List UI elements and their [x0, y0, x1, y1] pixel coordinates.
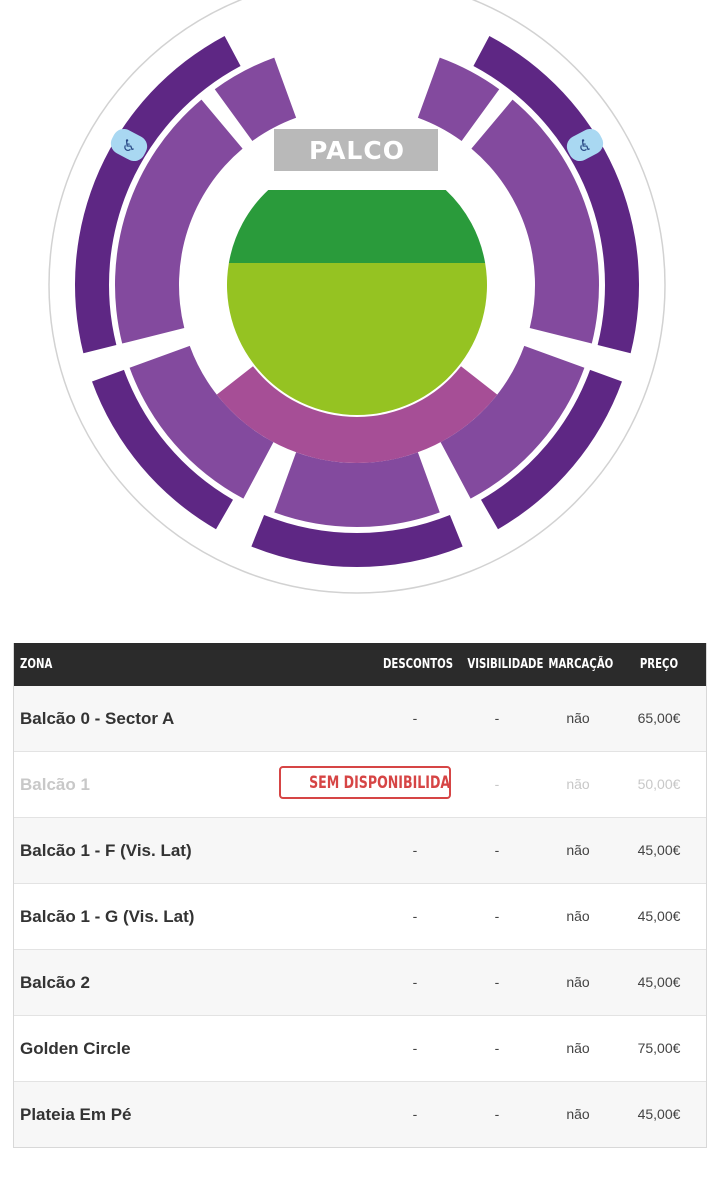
header-marcacao: MARCAÇÃO: [548, 657, 614, 672]
wheelchair-icon: ♿: [110, 128, 148, 162]
descontos-value: -: [412, 710, 418, 726]
descontos-value: -: [412, 908, 418, 924]
svg-text:♿: ♿: [122, 136, 136, 155]
marcacao-value: não: [566, 842, 590, 858]
price-value: 45,00€: [637, 842, 681, 858]
visibilidade-value: -: [494, 776, 500, 792]
table-row[interactable]: Plateia Em Pé - - não 45,00€: [14, 1082, 706, 1147]
zone-name: Golden Circle: [20, 1039, 131, 1058]
price-value: 45,00€: [637, 908, 681, 924]
stage: [274, 129, 438, 171]
balcao-inner-right[interactable]: [471, 99, 599, 344]
marcacao-value: não: [566, 1106, 590, 1122]
marcacao-value: não: [566, 974, 590, 990]
table-row: Balcão 1 SEM DISPONIBILIDADE - não 50,00…: [14, 752, 706, 818]
header-descontos: DESCONTOS: [383, 657, 454, 672]
visibilidade-value: -: [494, 1106, 500, 1122]
balcao-inner-lower-right[interactable]: [440, 345, 585, 499]
zone-name: Balcão 2: [20, 973, 90, 992]
marcacao-value: não: [566, 1040, 590, 1056]
venue-seat-map: PALCO ♿ ♿: [48, 0, 666, 594]
golden-circle-area[interactable]: [228, 190, 486, 263]
descontos-value: -: [412, 842, 418, 858]
balcao-inner-left[interactable]: [115, 99, 243, 344]
visibilidade-value: -: [494, 710, 500, 726]
price-value: 45,00€: [637, 974, 681, 990]
descontos-value: -: [412, 1040, 418, 1056]
plateia-em-pe-area[interactable]: [226, 263, 487, 416]
marcacao-value: não: [566, 710, 590, 726]
table-row[interactable]: Balcão 2 - - não 45,00€: [14, 950, 706, 1016]
zone-name: Balcão 1: [20, 775, 90, 794]
table-row[interactable]: Balcão 1 - F (Vis. Lat) - - não 45,00€: [14, 818, 706, 884]
descontos-value: -: [412, 1106, 418, 1122]
marcacao-value: não: [566, 776, 590, 792]
stage-label: PALCO: [309, 136, 405, 165]
balcao-outer-left[interactable]: [74, 36, 241, 354]
balcao-outer-lower-right[interactable]: [481, 369, 622, 530]
balcao-inner-bottom[interactable]: [274, 452, 440, 527]
visibilidade-value: -: [494, 1040, 500, 1056]
table-body: Balcão 0 - Sector A - - não 65,00€ Balcã…: [14, 686, 706, 1147]
table-row[interactable]: Golden Circle - - não 75,00€: [14, 1016, 706, 1082]
balcao-inner-upper-left[interactable]: [214, 57, 297, 141]
table-row[interactable]: Balcão 0 - Sector A - - não 65,00€: [14, 686, 706, 752]
price-value: 65,00€: [637, 710, 681, 726]
descontos-value: -: [412, 974, 418, 990]
balcao-front[interactable]: [216, 366, 498, 463]
balcao-inner-upper-right[interactable]: [417, 57, 500, 141]
price-table: ZONA DESCONTOS VISIBILIDADE MARCAÇÃO PRE…: [13, 643, 707, 1148]
balcao-outer-right[interactable]: [473, 36, 640, 354]
header-zona: ZONA: [20, 657, 53, 672]
table-header: ZONA DESCONTOS VISIBILIDADE MARCAÇÃO PRE…: [14, 643, 706, 686]
zone-name: Balcão 0 - Sector A: [20, 709, 175, 728]
svg-text:♿: ♿: [578, 136, 592, 155]
header-preco: PREÇO: [639, 657, 679, 672]
balcao-outer-lower-left[interactable]: [92, 369, 233, 530]
visibilidade-value: -: [494, 842, 500, 858]
visibilidade-value: -: [494, 908, 500, 924]
price-value: 75,00€: [637, 1040, 681, 1056]
table-row[interactable]: Balcão 1 - G (Vis. Lat) - - não 45,00€: [14, 884, 706, 950]
visibilidade-value: -: [494, 974, 500, 990]
header-visibilidade: VISIBILIDADE: [467, 657, 544, 672]
price-value: 45,00€: [637, 1106, 681, 1122]
wheelchair-icon: ♿: [566, 128, 604, 162]
price-value: 50,00€: [637, 776, 681, 792]
sold-out-badge: SEM DISPONIBILIDADE: [279, 766, 451, 799]
zone-name: Balcão 1 - F (Vis. Lat): [20, 841, 192, 860]
zone-name: Balcão 1 - G (Vis. Lat): [20, 907, 195, 926]
zone-name: Plateia Em Pé: [20, 1105, 132, 1124]
balcao-outer-bottom[interactable]: [251, 514, 463, 567]
balcao-inner-lower-left[interactable]: [129, 345, 274, 499]
marcacao-value: não: [566, 908, 590, 924]
